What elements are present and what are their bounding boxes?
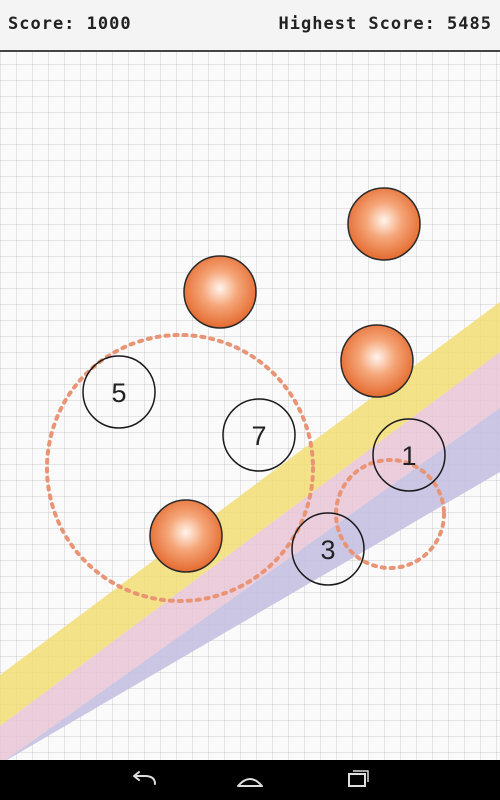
android-nav-bar	[0, 760, 500, 800]
stripe-lavender	[5, 408, 500, 760]
dotted-ring-large	[45, 333, 315, 603]
orange-ball[interactable]	[183, 255, 257, 329]
game-board[interactable]: 5 7 1 3	[0, 52, 500, 760]
stripe-yellow	[0, 302, 500, 726]
number-circle[interactable]: 7	[222, 398, 296, 472]
number-label: 3	[320, 535, 335, 565]
recent-apps-icon[interactable]	[339, 768, 375, 792]
number-circle[interactable]: 5	[82, 355, 156, 429]
stripe-pink	[0, 352, 500, 760]
home-icon[interactable]	[232, 768, 268, 792]
score-header: Score: 1000 Highest Score: 5485	[0, 0, 500, 52]
orange-ball[interactable]	[347, 187, 421, 261]
score-label: Score: 1000	[8, 14, 132, 34]
orange-ball[interactable]	[340, 324, 414, 398]
orange-ball[interactable]	[149, 499, 223, 573]
highest-score-label: Highest Score: 5485	[278, 14, 492, 34]
back-icon[interactable]	[127, 768, 163, 792]
number-label: 1	[401, 441, 416, 471]
number-circle[interactable]: 3	[291, 512, 365, 586]
number-label: 5	[111, 378, 126, 408]
number-label: 7	[251, 421, 266, 451]
number-circle[interactable]: 1	[372, 418, 446, 492]
